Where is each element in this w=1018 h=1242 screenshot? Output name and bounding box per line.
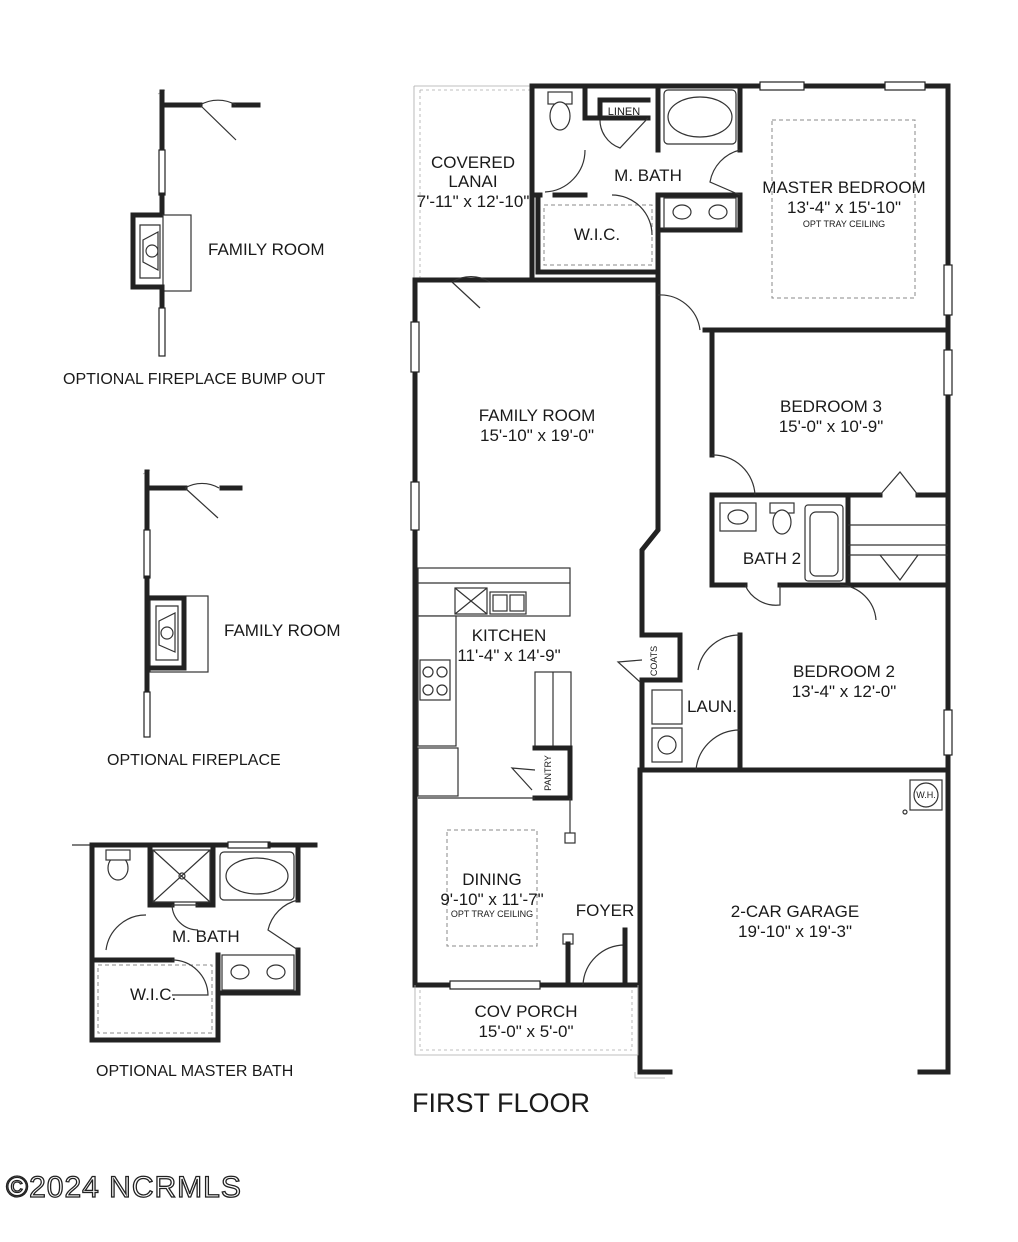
door-swing-icon <box>544 149 586 193</box>
kitchen-size: 11'-4" x 14'-9" <box>457 646 560 665</box>
vanity-icon <box>663 197 737 229</box>
door-swing-icon <box>171 959 209 996</box>
window-icon <box>884 81 926 91</box>
door-swing-icon <box>616 659 643 683</box>
wic-label: W.I.C. <box>574 225 620 244</box>
lanai-label: COVERED <box>431 153 515 172</box>
window-icon <box>759 81 805 91</box>
door-swing-icon <box>709 149 741 196</box>
window-icon <box>410 481 420 531</box>
bedroom2-label: BEDROOM 2 <box>793 662 895 681</box>
option-caption: OPTIONAL FIREPLACE BUMP OUT <box>63 371 326 388</box>
dining-label: DINING <box>462 870 522 889</box>
watermark: ©2024 NCRMLS <box>6 1171 242 1204</box>
option-fireplace: FAMILY ROOM OPTIONAL FIREPLACE <box>107 469 341 769</box>
shower-icon <box>152 849 211 903</box>
master-bath-label: M. BATH <box>614 166 682 185</box>
master-bedroom-size: 13'-4" x 15'-10" <box>787 198 901 217</box>
bath2-label: BATH 2 <box>743 549 801 568</box>
option-caption: OPTIONAL FIREPLACE <box>107 752 281 769</box>
fireplace-icon <box>155 605 179 661</box>
window-icon <box>410 321 420 373</box>
pantry-label: PANTRY <box>543 755 553 791</box>
porch-size: 15'-0" x 5'-0" <box>478 1022 573 1041</box>
tub-icon <box>219 851 295 901</box>
window-icon <box>943 264 953 316</box>
option-room-label: FAMILY ROOM <box>208 240 325 259</box>
option-wic-label: W.I.C. <box>130 985 176 1004</box>
washer-icon <box>651 689 683 725</box>
master-bedroom-note: OPT TRAY CEILING <box>803 219 885 229</box>
option-bath-label: M. BATH <box>172 927 240 946</box>
door-swing-icon <box>105 914 147 951</box>
door-swing-icon <box>184 482 220 519</box>
room-labels: COVERED LANAI 7'-11" x 12'-10" LINEN M. … <box>412 106 936 1118</box>
master-bedroom-label: MASTER BEDROOM <box>762 178 925 197</box>
door-swing-icon <box>744 584 781 606</box>
lanai-size: 7'-11" x 12'-10" <box>417 192 530 211</box>
refrigerator-icon <box>417 747 459 797</box>
window-icon <box>943 349 953 396</box>
window-icon <box>943 709 953 756</box>
bedroom2-size: 13'-4" x 12'-0" <box>792 682 897 701</box>
door-swing-icon <box>839 584 877 621</box>
fireplace-icon <box>139 224 161 279</box>
window-icon <box>158 149 166 196</box>
bedroom3-size: 15'-0" x 10'-9" <box>779 417 884 436</box>
door-swing-icon <box>611 194 653 236</box>
option-room-label: FAMILY ROOM <box>224 621 341 640</box>
window-icon <box>143 691 151 738</box>
door-swing-icon <box>695 729 741 771</box>
water-heater-icon <box>909 779 943 811</box>
first-floor-plan <box>410 81 953 1079</box>
option-fireplace-bump-out: FAMILY ROOM OPTIONAL FIREPLACE BUMP OUT <box>63 89 326 388</box>
hearth-icon <box>162 214 192 292</box>
family-room-label: FAMILY ROOM <box>479 406 596 425</box>
door-swing-icon <box>879 471 919 496</box>
laundry-label: LAUN. <box>687 697 737 716</box>
door-swing-icon <box>711 454 756 496</box>
hearth-icon <box>149 595 209 673</box>
linen-label: LINEN <box>608 106 640 118</box>
window-icon <box>143 529 151 579</box>
window-icon <box>227 841 271 849</box>
door-swing-icon <box>267 899 299 951</box>
door-swing-icon <box>657 294 701 331</box>
kitchen-label: KITCHEN <box>472 626 547 645</box>
door-swing-icon <box>171 904 199 931</box>
family-room-size: 15'-10" x 19'-0" <box>480 426 594 445</box>
door-swing-icon <box>599 117 649 149</box>
door-swing-icon <box>451 276 491 309</box>
door-swing-icon <box>510 767 536 791</box>
tub-icon <box>663 89 737 145</box>
tub-icon <box>804 504 844 582</box>
door-swing-icon <box>697 634 741 671</box>
coats-label: COATS <box>649 646 659 676</box>
garage-label: 2-CAR GARAGE <box>731 902 859 921</box>
foyer-label: FOYER <box>576 901 635 920</box>
option-caption: OPTIONAL MASTER BATH <box>96 1063 293 1080</box>
door-swing-icon <box>199 99 237 141</box>
lanai-label-2: LANAI <box>448 172 497 191</box>
window-icon <box>449 980 541 990</box>
dryer-icon <box>651 727 683 763</box>
vanity-icon <box>221 954 295 991</box>
option-master-bath: M. BATH W.I.C. OPTIONAL MASTER BATH <box>72 841 318 1080</box>
dining-note: OPT TRAY CEILING <box>451 909 533 919</box>
garage-size: 19'-10" x 19'-3" <box>738 922 852 941</box>
water-heater-label: W.H. <box>916 790 936 800</box>
door-swing-icon <box>879 554 919 581</box>
tray-ceiling-outline <box>771 119 916 299</box>
bedroom3-label: BEDROOM 3 <box>780 397 882 416</box>
door-swing-icon <box>582 944 626 986</box>
dining-size: 9'-10" x 11'-7" <box>440 890 543 909</box>
tray-ceiling-outline <box>446 829 538 947</box>
plan-title: FIRST FLOOR <box>412 1088 590 1118</box>
sink-icon <box>719 502 757 532</box>
porch-label: COV PORCH <box>475 1002 578 1021</box>
window-icon <box>158 307 166 357</box>
sink-icon <box>489 591 527 615</box>
